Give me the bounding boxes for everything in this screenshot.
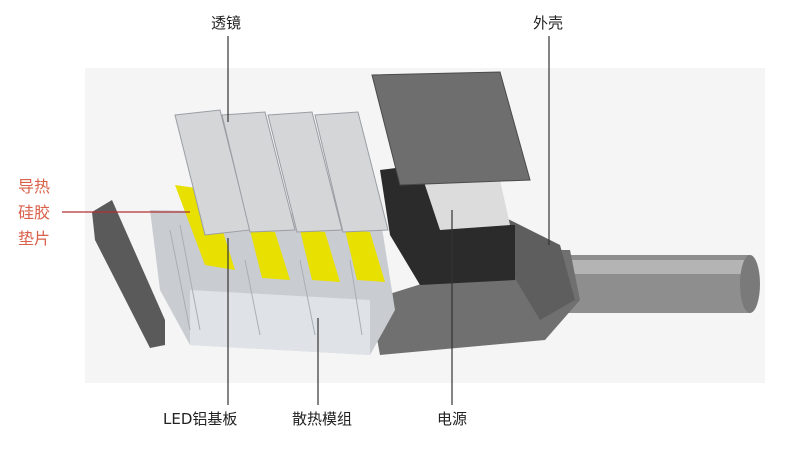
end-cap	[92, 200, 165, 348]
label-lens: 透镜	[211, 14, 242, 32]
label-led-board: LED铝基板	[163, 410, 238, 428]
label-housing: 外壳	[533, 14, 564, 32]
power-supply-unit	[380, 165, 515, 285]
heatsink-fins	[169, 224, 363, 336]
label-thermal-pad: 导热 硅胶 垫片	[18, 174, 50, 252]
label-power-supply: 电源	[437, 410, 468, 428]
label-heatsink: 散热模组	[292, 410, 353, 428]
label-thermal-pad-line3: 垫片	[18, 229, 51, 248]
label-thermal-pad-line1: 导热	[18, 177, 51, 196]
housing-cover	[371, 71, 531, 186]
mounting-pipe	[560, 255, 760, 313]
label-thermal-pad-line2: 硅胶	[18, 203, 51, 222]
leader-lines	[227, 36, 550, 405]
lens-modules	[174, 109, 389, 236]
